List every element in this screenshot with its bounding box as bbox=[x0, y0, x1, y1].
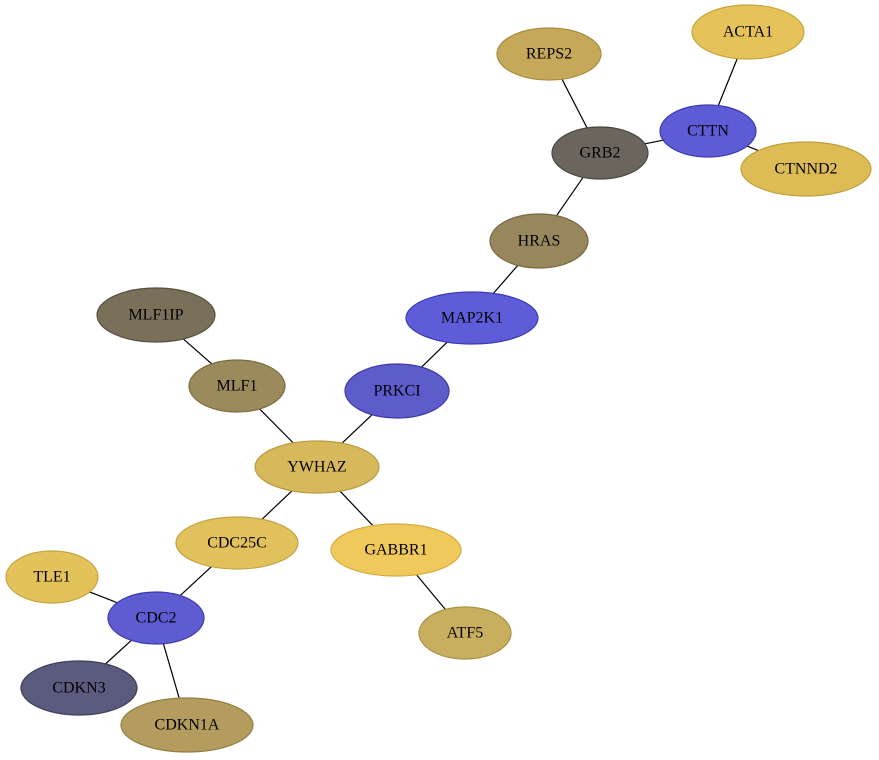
node-ellipse bbox=[5, 550, 99, 604]
edge-cdc25c-cdc2 bbox=[179, 566, 212, 597]
edge-layer bbox=[89, 58, 759, 699]
edge-cttn-grb2 bbox=[644, 139, 664, 145]
node-ellipse bbox=[254, 440, 380, 494]
node-tle1[interactable]: TLE1 bbox=[5, 550, 99, 604]
edge-gabbr1-atf5 bbox=[416, 574, 446, 610]
node-ellipse bbox=[740, 141, 872, 197]
edge-cdc2-cdkn1a bbox=[162, 643, 180, 699]
node-label: CDC2 bbox=[136, 610, 177, 627]
node-prkci[interactable]: PRKCI bbox=[344, 363, 450, 419]
node-label: PRKCI bbox=[373, 383, 420, 400]
edge-mlf1-ywhaz bbox=[259, 408, 294, 444]
node-ellipse bbox=[330, 523, 462, 577]
edge-reps2-grb2 bbox=[561, 78, 588, 129]
node-ellipse bbox=[175, 516, 299, 570]
node-ellipse bbox=[418, 606, 512, 660]
node-ellipse bbox=[659, 104, 757, 158]
edge-map2k1-prkci bbox=[421, 341, 448, 368]
node-label: ATF5 bbox=[447, 625, 483, 642]
node-gabbr1[interactable]: GABBR1 bbox=[330, 523, 462, 577]
node-ellipse bbox=[188, 359, 286, 413]
node-ellipse bbox=[691, 4, 805, 60]
node-hras[interactable]: HRAS bbox=[489, 213, 589, 269]
node-ellipse bbox=[344, 363, 450, 419]
node-cttn[interactable]: CTTN bbox=[659, 104, 757, 158]
node-ellipse bbox=[489, 213, 589, 269]
edge-acta1-cttn bbox=[717, 58, 738, 106]
edge-ywhaz-cdc25c bbox=[261, 490, 293, 520]
node-label: MLF1IP bbox=[128, 307, 183, 324]
node-mlf1ip[interactable]: MLF1IP bbox=[96, 287, 216, 343]
edge-prkci-ywhaz bbox=[341, 414, 373, 444]
edge-grb2-hras bbox=[556, 176, 584, 217]
node-label: CDC25C bbox=[207, 535, 267, 552]
node-label: GRB2 bbox=[580, 145, 621, 162]
node-cdkn3[interactable]: CDKN3 bbox=[20, 660, 138, 716]
node-label: CTTN bbox=[687, 123, 729, 140]
node-atf5[interactable]: ATF5 bbox=[418, 606, 512, 660]
node-ctnnd2[interactable]: CTNND2 bbox=[740, 141, 872, 197]
edge-ywhaz-gabbr1 bbox=[339, 490, 374, 527]
edge-cdc2-cdkn3 bbox=[104, 639, 132, 665]
edge-mlf1ip-mlf1 bbox=[182, 338, 213, 365]
node-label: REPS2 bbox=[526, 46, 572, 63]
node-label: ACTA1 bbox=[723, 24, 773, 41]
node-cdc25c[interactable]: CDC25C bbox=[175, 516, 299, 570]
node-label: CDKN3 bbox=[52, 680, 105, 697]
node-label: GABBR1 bbox=[364, 542, 427, 559]
node-label: MLF1 bbox=[217, 378, 258, 395]
edge-cttn-ctnnd2 bbox=[746, 145, 759, 152]
node-ellipse bbox=[496, 27, 602, 81]
node-label: HRAS bbox=[518, 233, 561, 250]
node-ellipse bbox=[551, 126, 649, 180]
edge-hras-map2k1 bbox=[492, 264, 519, 294]
node-label: CTNND2 bbox=[774, 161, 837, 178]
node-label: MAP2K1 bbox=[441, 310, 503, 327]
node-ellipse bbox=[107, 591, 205, 645]
node-cdc2[interactable]: CDC2 bbox=[107, 591, 205, 645]
node-ellipse bbox=[20, 660, 138, 716]
node-grb2[interactable]: GRB2 bbox=[551, 126, 649, 180]
node-acta1[interactable]: ACTA1 bbox=[691, 4, 805, 60]
node-ywhaz[interactable]: YWHAZ bbox=[254, 440, 380, 494]
node-label: TLE1 bbox=[33, 569, 70, 586]
node-map2k1[interactable]: MAP2K1 bbox=[405, 291, 539, 345]
node-ellipse bbox=[405, 291, 539, 345]
node-label: CDKN1A bbox=[155, 717, 220, 734]
node-cdkn1a[interactable]: CDKN1A bbox=[120, 697, 254, 753]
node-mlf1[interactable]: MLF1 bbox=[188, 359, 286, 413]
node-ellipse bbox=[96, 287, 216, 343]
node-reps2[interactable]: REPS2 bbox=[496, 27, 602, 81]
node-ellipse bbox=[120, 697, 254, 753]
node-label: YWHAZ bbox=[287, 459, 347, 476]
edge-tle1-cdc2 bbox=[89, 591, 118, 604]
